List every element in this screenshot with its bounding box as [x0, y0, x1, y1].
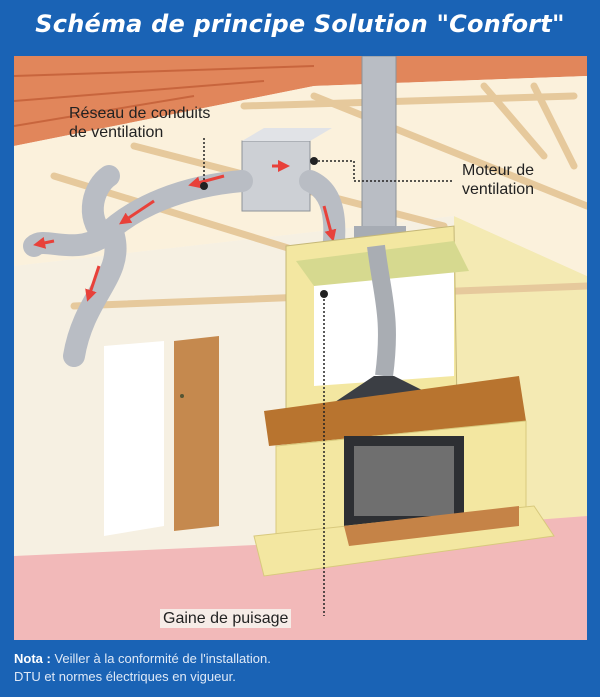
flue-pipe: [367, 244, 396, 378]
door: [174, 336, 219, 531]
note-line1: Nota : Veiller à la conformité de l'inst…: [14, 650, 586, 668]
roof-tiles: [14, 56, 587, 146]
door-frame: [104, 341, 164, 536]
label-reseau-line2: de ventilation: [69, 124, 164, 141]
installation-note: Nota : Veiller à la conformité de l'inst…: [14, 650, 586, 686]
label-reseau-line1: Réseau de conduits: [69, 105, 211, 122]
label-moteur-line2: ventilation: [462, 181, 535, 198]
leader-dots: [200, 157, 328, 298]
diagram-title: Schéma de principe Solution "Confort": [35, 10, 565, 38]
note-prefix: Nota :: [14, 651, 51, 666]
hearth-slab: [344, 506, 519, 546]
leader-lines: [203, 138, 454, 616]
label-reseau-conduits: Réseau de conduits de ventilation: [69, 104, 210, 142]
firebox-glass: [354, 446, 454, 516]
label-gaine-puisage: Gaine de puisage: [160, 609, 292, 628]
duct-down: [63, 225, 127, 367]
fireplace-mantel: [264, 376, 526, 446]
fireplace-ventilation-illustration: [14, 56, 587, 640]
airflow-arrows: [33, 160, 337, 302]
note-text-line2: DTU et normes électriques en vigueur.: [14, 669, 236, 684]
duct-up: [81, 165, 120, 247]
note-text-line1: Veiller à la conformité de l'installatio…: [50, 651, 271, 666]
ventilation-motor-box: [241, 140, 311, 212]
roof-tile-lines: [14, 65, 315, 127]
motor-box-top: [242, 128, 332, 141]
illustration-panel: Réseau de conduits de ventilation Moteur…: [14, 56, 587, 640]
door-handle: [180, 394, 184, 398]
label-moteur-line1: Moteur de: [462, 162, 535, 179]
chimney-pipe: [361, 56, 397, 242]
label-moteur-ventilation: Moteur de ventilation: [462, 161, 534, 199]
